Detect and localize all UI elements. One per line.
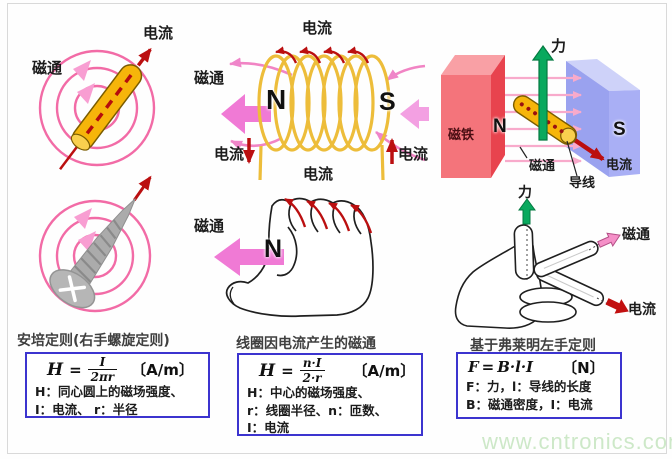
magnet-wire-label: 导线	[569, 176, 596, 191]
coil-equation: H = n·I 2·r 〔A/m〕	[247, 357, 417, 384]
right-hand-n-pole-label: N	[264, 235, 283, 263]
left-hand-flux-label: 磁通	[622, 227, 650, 243]
formula-expression: B·l·I	[497, 358, 534, 376]
fleming-formula-box: F = B·l·I 〔N〕 F：力，l：导线的长度 B：磁通密度，I：电流	[456, 352, 622, 419]
image-border-frame	[7, 3, 667, 454]
coil-current-top-label: 电流	[302, 19, 333, 37]
formula-unit: 〔N〕	[562, 358, 605, 377]
magnet-s-pole-label: S	[613, 119, 626, 140]
flux-direction-arrow-icon	[73, 60, 91, 81]
formula-description: H：同心圆上的磁场强度、	[35, 384, 183, 399]
flux-arrow-icon	[400, 99, 429, 129]
left-hand-current-label: 电流	[628, 302, 656, 318]
coil-current-right-label: 电流	[398, 145, 429, 163]
equals-sign: =	[69, 360, 82, 379]
coil-n-pole-label: N	[266, 84, 287, 115]
left-hand-graphic	[454, 198, 629, 329]
fleming-equation: F = B·l·I 〔N〕	[466, 356, 616, 378]
coil-s-pole-label: S	[379, 88, 396, 116]
right-hand-flux-label: 磁通	[194, 217, 225, 235]
fraction: I 2πr	[87, 355, 118, 383]
fraction: n·I 2·r	[299, 356, 325, 384]
formula-variable: H	[47, 359, 64, 380]
coil-current-left-label: 电流	[214, 145, 245, 163]
flux-big-arrow-icon	[221, 94, 271, 134]
fraction-numerator: I	[99, 355, 106, 369]
flux-direction-arrow-icon	[77, 83, 95, 104]
right-hand-graphic	[214, 197, 374, 318]
magnet-flux-label: 磁通	[529, 159, 556, 174]
fleming-rule-title: 基于弗莱明左手定则	[470, 338, 596, 354]
flux-direction-arrow-icon	[74, 208, 92, 229]
magnet-label: 磁铁	[448, 128, 475, 143]
magnet-force-graphic	[441, 44, 640, 178]
formula-description: r：线圈半径、n：匝数、	[247, 402, 388, 418]
flux-direction-arrow-icon	[78, 231, 96, 252]
force-arrow-icon	[531, 44, 555, 141]
magnet-force-label: 力	[551, 37, 567, 55]
magnet-n-pole-label: N	[493, 116, 507, 137]
current-arrow-icon	[605, 298, 629, 314]
formula-description: H：中心的磁场强度、	[247, 385, 370, 400]
formula-variable: H	[259, 360, 276, 381]
fraction-denominator: 2πr	[87, 369, 118, 383]
coil-graphic	[221, 46, 429, 181]
coil-flux-label: 磁通	[194, 69, 225, 87]
ampere-rod-graphic	[38, 47, 156, 171]
coil-current-bottom-label: 电流	[303, 165, 334, 183]
equals-sign: =	[481, 358, 495, 376]
ampere-rule-title: 安培定则(右手螺旋定则)	[17, 333, 170, 349]
coil-flux-title: 线圈因电流产生的磁通	[236, 336, 376, 352]
ampere-equation: H = I 2πr 〔A/m〕	[35, 356, 204, 383]
equals-sign: =	[281, 361, 294, 380]
force-arrow-icon	[518, 198, 536, 225]
rod-current-label: 电流	[143, 24, 174, 42]
formula-unit: 〔A/m〕	[131, 361, 194, 379]
coil-formula-box: H = n·I 2·r 〔A/m〕 H：中心的磁场强度、 r：线圈半径、n：匝数…	[237, 353, 423, 436]
watermark: www.cntronics.com	[482, 429, 672, 454]
rod-flux-label: 磁通	[32, 59, 63, 77]
fraction-denominator: 2·r	[299, 370, 325, 384]
formula-description: F：力，l：导线的长度	[466, 379, 592, 394]
ampere-formula-box: H = I 2πr 〔A/m〕 H：同心圆上的磁场强度、 I：电流、 r：半径	[25, 352, 210, 418]
formula-description: I：电流、 r：半径	[35, 401, 138, 417]
formula-description: B：磁通密度，I：电流	[466, 396, 593, 412]
fraction-numerator: n·I	[302, 356, 322, 370]
formula-variable: F	[468, 358, 479, 376]
magnet-current-label: 电流	[606, 158, 633, 173]
flux-arrow-icon	[597, 232, 621, 248]
flux-big-arrow-icon	[214, 238, 284, 276]
left-hand-force-label: 力	[518, 185, 532, 201]
screw-graphic	[38, 175, 152, 313]
formula-description: I：电流	[247, 420, 290, 435]
formula-unit: 〔A/m〕	[352, 362, 416, 380]
